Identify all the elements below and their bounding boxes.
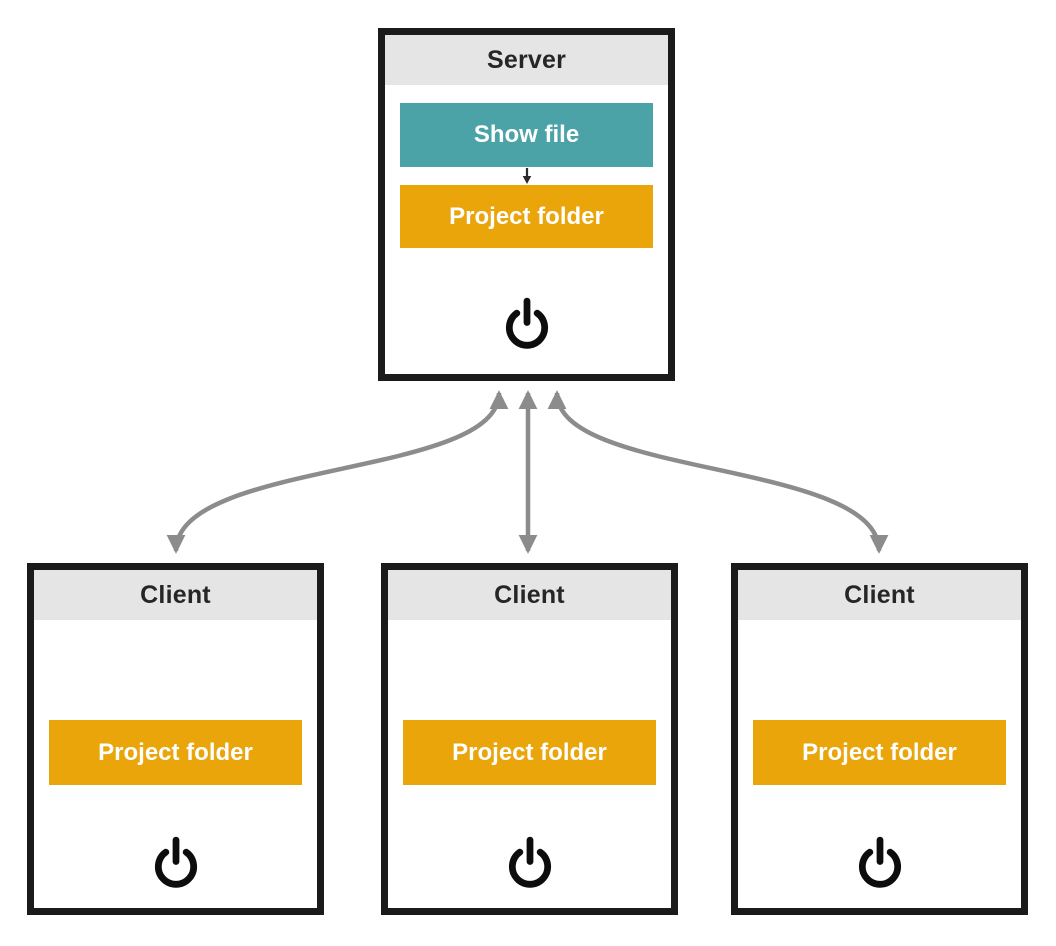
client-3-title: Client [844,580,915,609]
client-node-1: Client Project folder [27,563,324,915]
server-project-folder-label: Project folder [449,202,604,230]
server-client3-arrow [547,390,889,554]
client-3-body: Project folder [738,720,1021,890]
client-1-project-folder-box: Project folder [49,720,302,785]
client-1-body: Project folder [34,720,317,890]
client-node-3: Client Project folder [731,563,1028,915]
server-title: Server [486,45,567,74]
client-2-project-folder-box: Project folder [403,720,656,785]
client-node-2: Client Project folder [381,563,678,915]
show-file-box: Show file [400,103,653,167]
client-1-project-folder-label: Project folder [98,738,253,766]
server-project-folder-box: Project folder [400,185,653,248]
client-2-title: Client [494,580,565,609]
server-client1-arrow [166,390,509,554]
client-3-project-folder-label: Project folder [802,738,957,766]
client-2-body: Project folder [388,720,671,890]
client-1-header: Client [34,570,317,620]
client-1-title: Client [140,580,211,609]
client-3-header: Client [738,570,1021,620]
client-3-project-folder-box: Project folder [753,720,1006,785]
server-node: Server Show file Project folder [378,28,675,381]
server-header: Server [385,35,668,85]
power-icon [858,836,901,888]
show-file-label: Show file [473,121,580,148]
client-2-project-folder-label: Project folder [452,738,607,766]
client-2-header: Client [388,570,671,620]
power-icon [505,297,548,349]
down-arrow-icon [522,168,531,184]
power-icon [154,836,197,888]
server-body: Show file Project folder [385,103,668,351]
power-icon [508,836,551,888]
